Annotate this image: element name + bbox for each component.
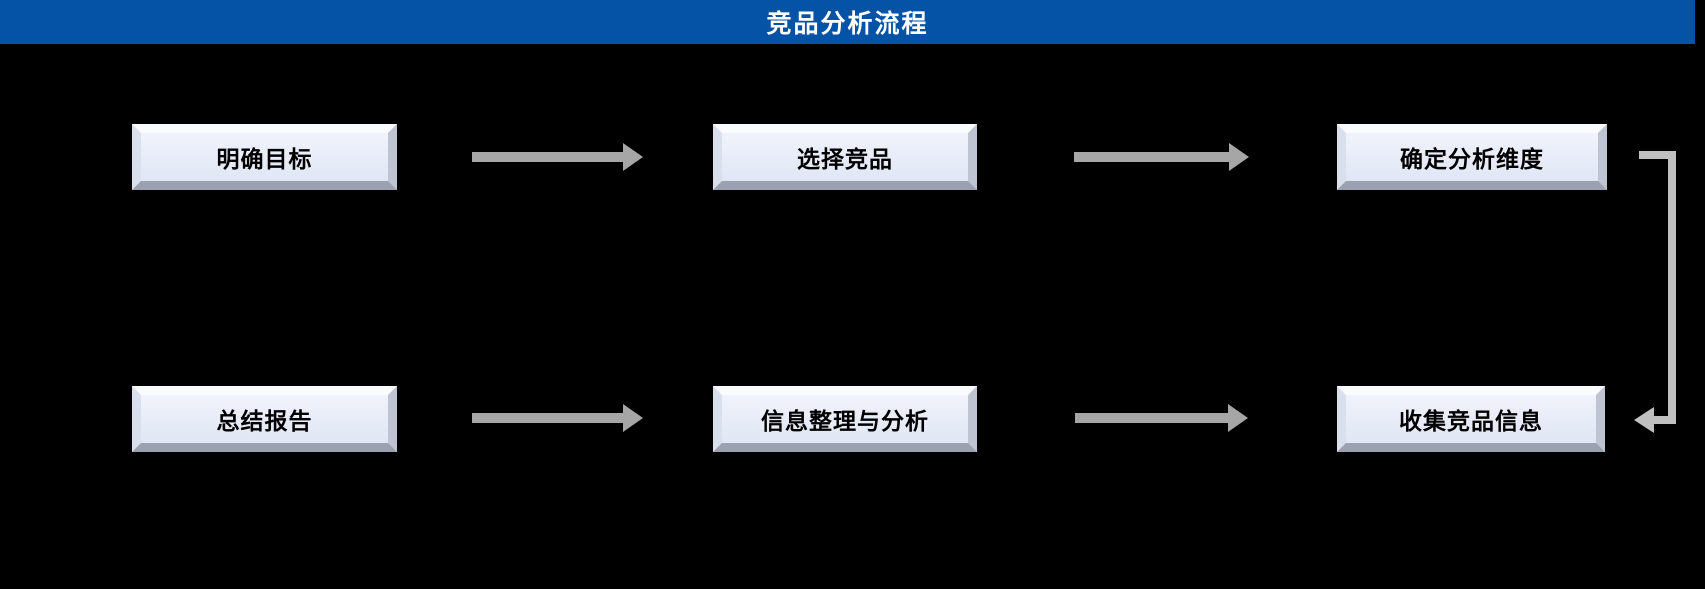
- flow-box-collect-competitor-info: 收集竞品信息: [1337, 386, 1605, 452]
- flow-box-summary-report: 总结报告: [132, 386, 397, 452]
- elbow-connector-arrowhead-icon: [1634, 407, 1654, 433]
- flow-box-select-competitors: 选择竞品: [713, 124, 977, 190]
- flow-box-label: 明确目标: [216, 147, 313, 173]
- page-title: 竞品分析流程: [766, 9, 929, 38]
- arrow-select-to-dimensions-icon: [1074, 143, 1249, 171]
- flow-box-label: 选择竞品: [797, 147, 893, 173]
- elbow-connector-dimensions-to-collect: [1639, 151, 1676, 424]
- arrow-report-to-organize-icon: [472, 404, 643, 432]
- flow-box-label: 收集竞品信息: [1399, 409, 1543, 435]
- flow-box-organize-analyze-info: 信息整理与分析: [713, 386, 977, 452]
- flow-box-label: 总结报告: [216, 409, 313, 435]
- title-bar: 竞品分析流程: [0, 0, 1695, 44]
- flow-box-label: 信息整理与分析: [761, 409, 929, 435]
- flow-box-determine-dimensions: 确定分析维度: [1337, 124, 1607, 190]
- arrow-goals-to-select-icon: [472, 143, 643, 171]
- flow-box-clarify-goals: 明确目标: [132, 124, 397, 190]
- flow-box-label: 确定分析维度: [1400, 147, 1544, 173]
- arrow-organize-to-collect-icon: [1075, 404, 1248, 432]
